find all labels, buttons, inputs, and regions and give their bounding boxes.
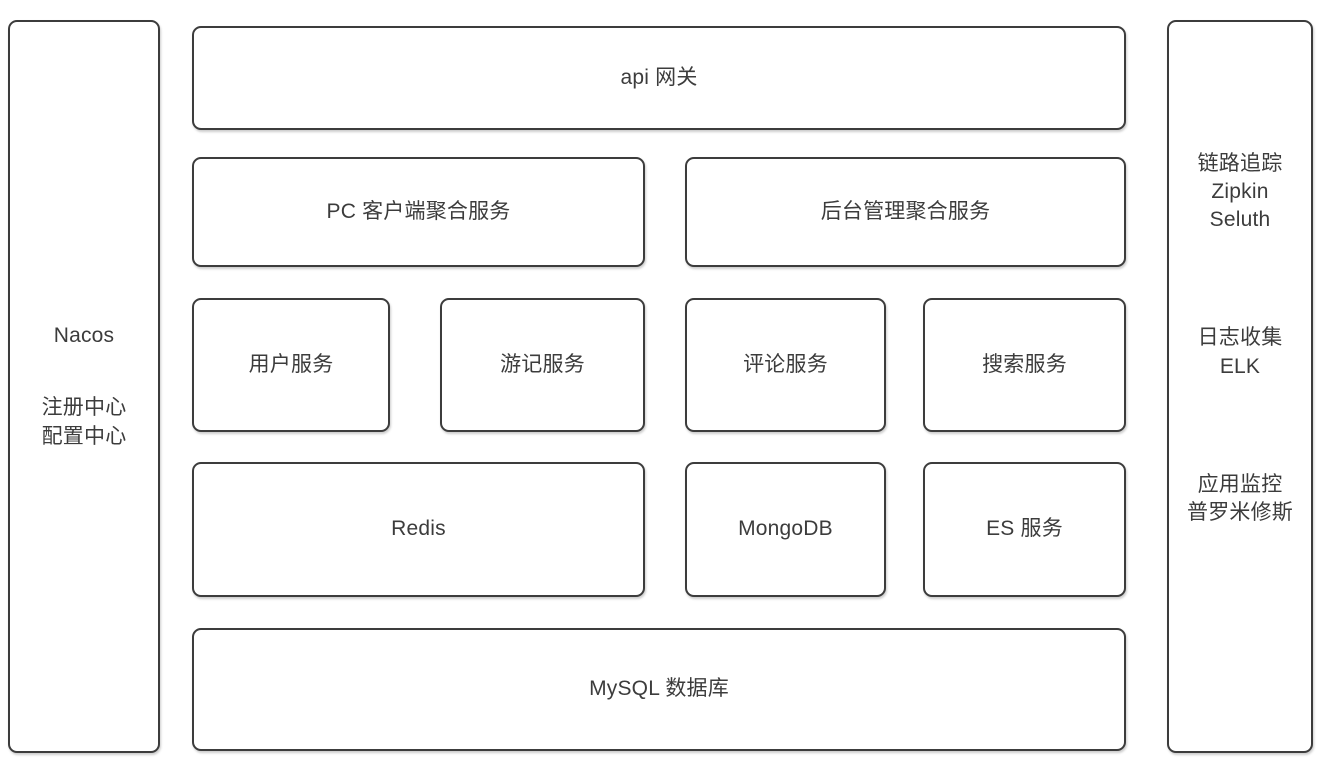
rail-observability: 链路追踪 Zipkin Seluth 日志收集 ELK 应用监控 普罗米修斯 (1167, 20, 1313, 753)
rail-observability-tracing-label: 链路追踪 Zipkin Seluth (1197, 152, 1283, 232)
node-mysql-database: MySQL 数据库 (192, 628, 1126, 751)
node-admin-aggregation-service-label: 后台管理聚合服务 (820, 199, 991, 223)
node-mongodb-label: MongoDB (738, 517, 833, 541)
rail-nacos: Nacos 注册中心 配置中心 (8, 20, 160, 753)
node-admin-aggregation-service: 后台管理聚合服务 (685, 157, 1126, 267)
node-mysql-database-label: MySQL 数据库 (589, 677, 729, 701)
rail-observability-block-logging: 日志收集 ELK (1169, 324, 1311, 380)
node-api-gateway: api 网关 (192, 26, 1126, 130)
node-search-service: 搜索服务 (923, 298, 1126, 432)
node-pc-client-aggregation-service-label: PC 客户端聚合服务 (326, 199, 511, 223)
rail-nacos-title: Nacos (53, 324, 115, 348)
node-pc-client-aggregation-service: PC 客户端聚合服务 (192, 157, 645, 267)
node-user-service-label: 用户服务 (248, 352, 334, 376)
node-es-service-label: ES 服务 (986, 517, 1063, 541)
node-api-gateway-label: api 网关 (620, 65, 698, 89)
rail-observability-block-monitoring: 应用监控 普罗米修斯 (1169, 471, 1311, 527)
node-redis: Redis (192, 462, 645, 597)
node-user-service: 用户服务 (192, 298, 390, 432)
node-travelogue-service: 游记服务 (440, 298, 645, 432)
node-search-service-label: 搜索服务 (982, 352, 1067, 376)
node-travelogue-service-label: 游记服务 (500, 352, 585, 376)
rail-observability-monitoring-label: 应用监控 普罗米修斯 (1187, 472, 1293, 524)
rail-observability-block-tracing: 链路追踪 Zipkin Seluth (1169, 150, 1311, 234)
rail-nacos-subtitle: 注册中心 配置中心 (41, 396, 127, 448)
node-comment-service-label: 评论服务 (743, 352, 828, 376)
node-es-service: ES 服务 (923, 462, 1126, 597)
node-comment-service: 评论服务 (685, 298, 886, 432)
rail-observability-logging-label: 日志收集 ELK (1197, 326, 1283, 378)
node-redis-label: Redis (391, 517, 446, 541)
node-mongodb: MongoDB (685, 462, 886, 597)
